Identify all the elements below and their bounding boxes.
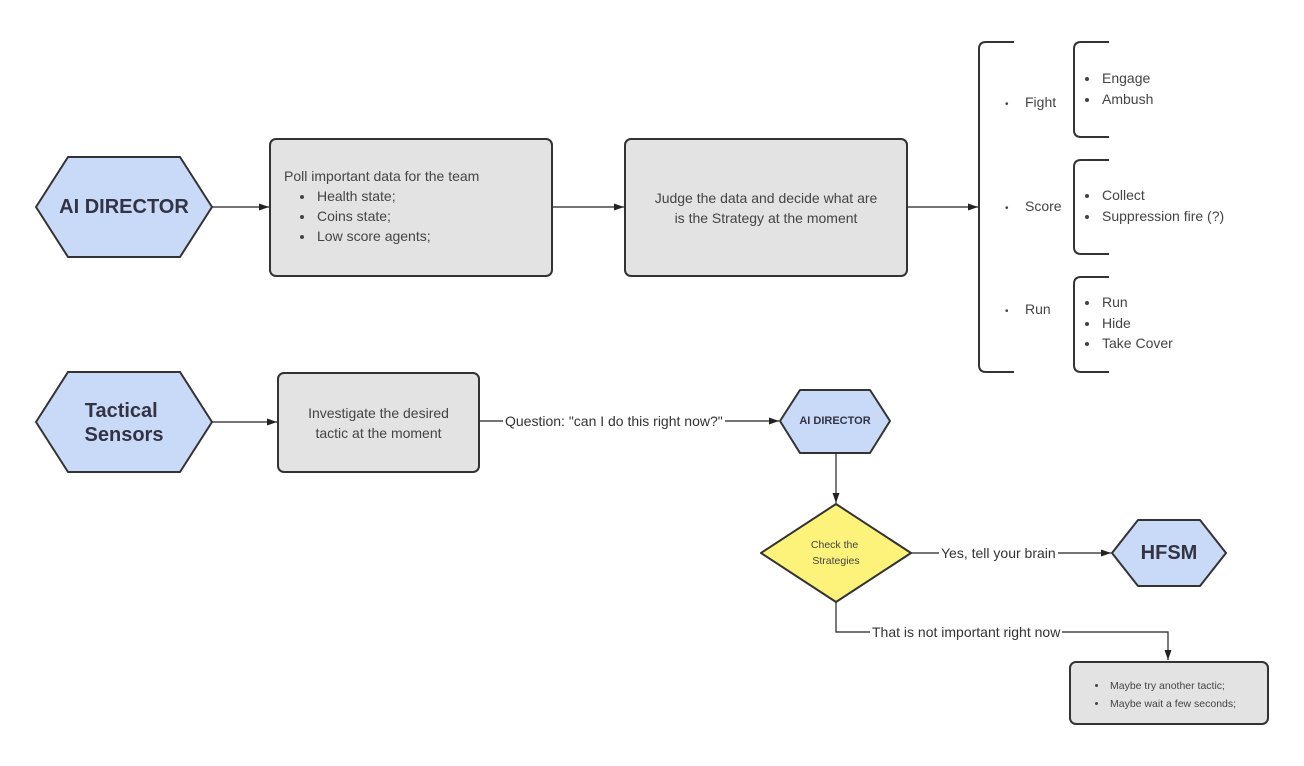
tactical-sensors-line-2: Sensors bbox=[85, 424, 164, 446]
poll-item-coins: Coins state; bbox=[315, 206, 541, 226]
strategy-run[interactable]: • Run bbox=[1005, 299, 1051, 322]
investigate-line-2: tactic at the moment bbox=[315, 424, 442, 441]
question-edge-label: Question: "can I do this right now?" bbox=[503, 412, 725, 430]
judge-data-box[interactable]: Judge the data and decide what are is th… bbox=[624, 138, 908, 277]
ai-director-small-hexagon[interactable] bbox=[779, 389, 891, 454]
maybe-item-wait: Maybe wait a few seconds; bbox=[1108, 695, 1261, 713]
ai-director-label: AI DIRECTOR bbox=[59, 196, 189, 218]
tactical-sensors-hexagon[interactable] bbox=[35, 371, 213, 473]
bullet-icon: • bbox=[1005, 99, 1009, 110]
tactic-collect[interactable]: Collect bbox=[1100, 185, 1224, 206]
maybe-list: Maybe try another tactic; Maybe wait a f… bbox=[1077, 677, 1261, 713]
score-tactics-brace bbox=[1073, 159, 1109, 255]
strategy-run-label: Run bbox=[1025, 301, 1051, 317]
strategy-brace bbox=[978, 41, 1014, 373]
judge-line-2: is the Strategy at the moment bbox=[674, 209, 858, 226]
tactical-sensors-label: Tactical Sensors bbox=[85, 400, 164, 446]
bullet-icon: • bbox=[1005, 203, 1009, 214]
poll-box-list: Health state; Coins state; Low score age… bbox=[284, 186, 541, 246]
investigate-box-text: Investigate the desired tactic at the mo… bbox=[308, 403, 449, 443]
tactic-suppression-fire[interactable]: Suppression fire (?) bbox=[1100, 206, 1224, 227]
strategy-fight[interactable]: • Fight bbox=[1005, 92, 1056, 115]
tactic-take-cover[interactable]: Take Cover bbox=[1100, 333, 1173, 354]
fight-tactics-list: Engage Ambush bbox=[1074, 68, 1153, 109]
yes-edge-label: Yes, tell your brain bbox=[939, 544, 1058, 562]
investigate-tactic-box[interactable]: Investigate the desired tactic at the mo… bbox=[277, 372, 480, 473]
tactic-run[interactable]: Run bbox=[1100, 292, 1173, 313]
check-strategies-line-2: Strategies bbox=[812, 555, 859, 567]
not-important-edge-label: That is not important right now bbox=[870, 623, 1063, 641]
investigate-line-1: Investigate the desired bbox=[308, 404, 449, 421]
strategy-fight-label: Fight bbox=[1025, 94, 1057, 110]
check-strategies-diamond[interactable] bbox=[760, 503, 912, 603]
judge-box-text: Judge the data and decide what are is th… bbox=[655, 188, 878, 228]
poll-data-box[interactable]: Poll important data for the team Health … bbox=[269, 138, 553, 277]
bullet-icon: • bbox=[1005, 306, 1009, 317]
run-tactics-brace bbox=[1073, 276, 1109, 373]
hfsm-hexagon[interactable] bbox=[1111, 519, 1227, 587]
poll-item-health: Health state; bbox=[315, 186, 541, 206]
ai-director-small-label: AI DIRECTOR bbox=[799, 415, 870, 427]
tactic-ambush[interactable]: Ambush bbox=[1100, 89, 1153, 110]
tactical-sensors-line-1: Tactical bbox=[85, 400, 158, 422]
check-strategies-label: Check the Strategies bbox=[811, 539, 861, 567]
hfsm-label: HFSM bbox=[1141, 542, 1198, 564]
poll-item-low-score: Low score agents; bbox=[315, 226, 541, 246]
strategy-score-label: Score bbox=[1025, 198, 1062, 214]
fight-tactics-brace bbox=[1073, 41, 1109, 138]
maybe-item-tactic: Maybe try another tactic; bbox=[1108, 677, 1261, 695]
check-strategies-line-1: Check the bbox=[811, 539, 858, 551]
run-tactics-list: Run Hide Take Cover bbox=[1074, 292, 1173, 354]
strategy-score[interactable]: • Score bbox=[1005, 196, 1062, 219]
tactic-hide[interactable]: Hide bbox=[1100, 313, 1173, 334]
judge-line-1: Judge the data and decide what are bbox=[654, 189, 878, 206]
maybe-box[interactable]: Maybe try another tactic; Maybe wait a f… bbox=[1069, 661, 1269, 725]
poll-box-title: Poll important data for the team bbox=[284, 168, 480, 184]
score-tactics-list: Collect Suppression fire (?) bbox=[1074, 185, 1224, 226]
tactic-engage[interactable]: Engage bbox=[1100, 68, 1153, 89]
